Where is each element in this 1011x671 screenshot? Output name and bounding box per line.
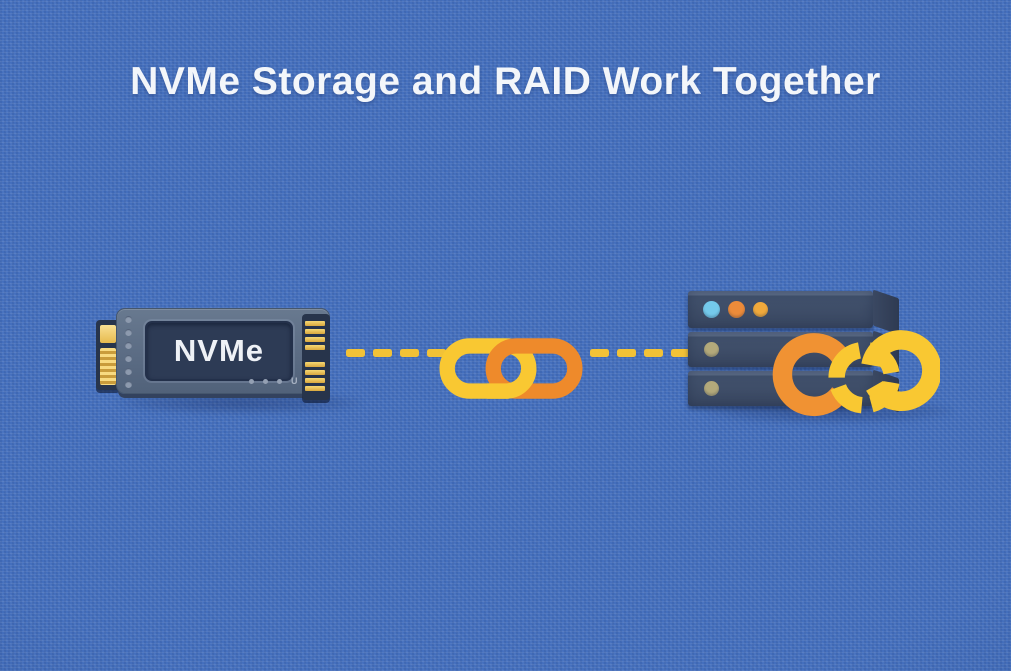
server-unit [688, 289, 899, 334]
chain-link-icon [439, 338, 583, 399]
status-led-khaki [704, 342, 719, 357]
via-dot [125, 342, 132, 349]
nvme-label-text: NVMe [173, 333, 265, 368]
pcb-micro-components: U [249, 377, 298, 386]
status-led-khaki [704, 381, 719, 396]
pcb-dot [277, 379, 282, 384]
gold-key-pad [100, 325, 116, 343]
gold-pin [305, 321, 325, 326]
gold-pin-pad [100, 348, 116, 385]
gold-pin [305, 329, 325, 334]
gold-pin [305, 386, 325, 391]
gold-pin [305, 337, 325, 342]
page-title: NVMe Storage and RAID Work Together [130, 60, 881, 103]
via-dot [125, 316, 132, 323]
nvme-label-panel: NVMe [145, 321, 293, 381]
dash [671, 349, 690, 357]
status-led-blue [703, 301, 720, 318]
dash [644, 349, 663, 357]
status-led-amber [753, 302, 768, 317]
status-led-orange [728, 301, 745, 318]
via-dot [125, 368, 132, 375]
gold-pin [305, 378, 325, 383]
pcb-via-dots [125, 316, 133, 388]
dashed-link-line-left [346, 349, 446, 357]
gold-pin-strip [302, 314, 330, 400]
nvme-ssd-illustration: NVMe U [96, 306, 346, 408]
via-dot [125, 329, 132, 336]
dash [590, 349, 609, 357]
gold-pin [305, 370, 325, 375]
gold-pin [305, 345, 325, 350]
m2-edge-connector [96, 320, 120, 390]
via-dot [125, 355, 132, 362]
pcb-dot [249, 379, 254, 384]
nvme-pcb-body: NVMe U [116, 308, 330, 394]
dash [346, 349, 365, 357]
dash [427, 349, 446, 357]
dashed-link-line-right [590, 349, 690, 357]
raid-chain-links-icon [772, 330, 940, 417]
pcb-mark: U [291, 376, 298, 386]
gold-pin [305, 362, 325, 367]
dash [617, 349, 636, 357]
via-dot [125, 381, 132, 388]
dash [373, 349, 392, 357]
dash [400, 349, 419, 357]
pcb-dot [263, 379, 268, 384]
